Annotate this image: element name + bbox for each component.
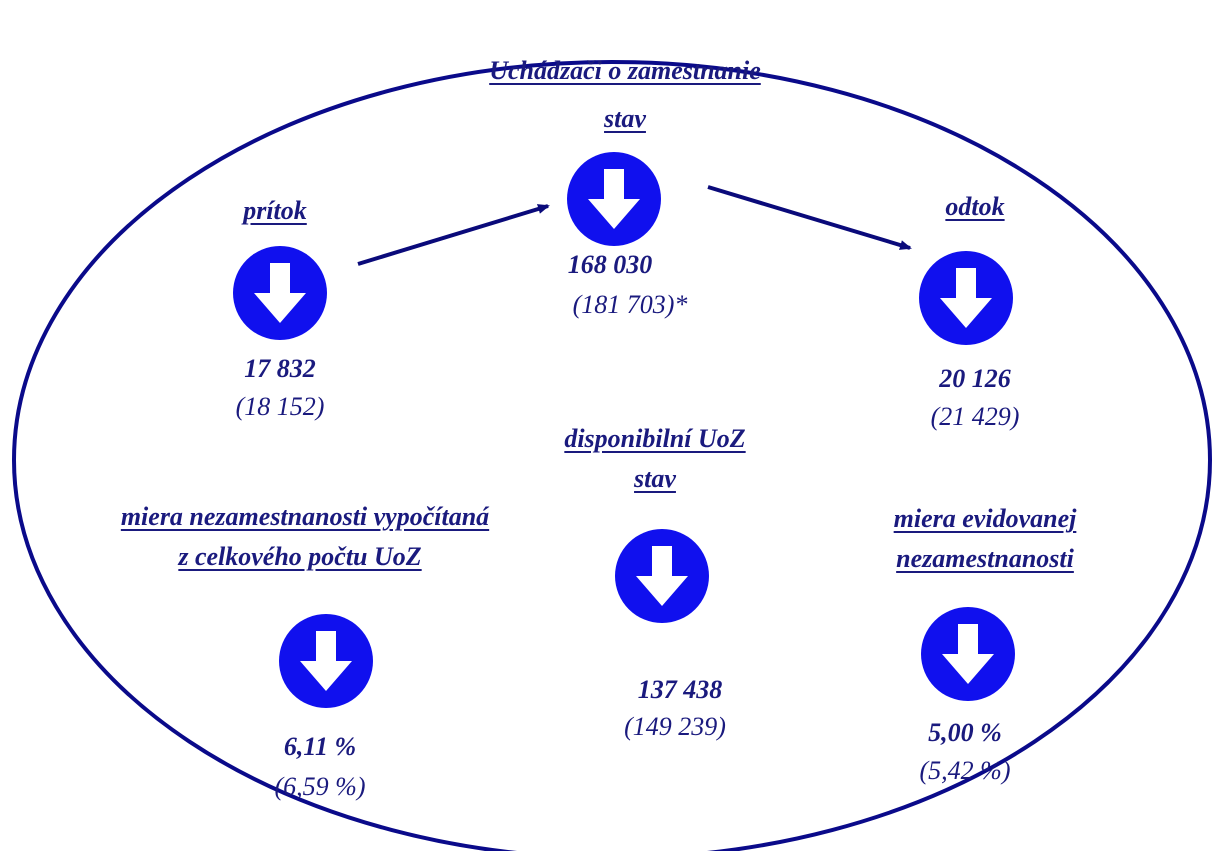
miera-evidovana-previous: (5,42 %): [919, 756, 1011, 785]
stav-previous: (181 703)*: [572, 290, 688, 319]
miera-evidovana-title-line2: nezamestnanosti: [896, 544, 1074, 573]
arrow-down-circle-icon: [615, 529, 709, 623]
miera-celkova-value: 6,11 %: [283, 732, 357, 761]
stav-title-line1: Uchádzači o zamestnanie: [489, 56, 761, 85]
boundary-ellipse: [12, 60, 1212, 851]
arrow-down-circle-icon: [919, 251, 1013, 345]
pritok-title: prítok: [243, 196, 307, 225]
arrow-down-circle-icon: [233, 246, 327, 340]
disponibilni-previous: (149 239): [624, 712, 726, 741]
pritok-value: 17 832: [244, 354, 316, 383]
miera-celkova-title-line1: miera nezamestnanosti vypočítaná: [120, 502, 490, 531]
miera-celkova-previous: (6,59 %): [274, 772, 366, 801]
stav-title-line2: stav: [604, 104, 646, 133]
stav-value: 168 030: [567, 250, 653, 279]
odtok-previous: (21 429): [930, 402, 1020, 431]
odtok-value: 20 126: [939, 364, 1011, 393]
pritok-previous: (18 152): [235, 392, 325, 421]
connector-pritok-to-stav: [357, 204, 550, 266]
miera-evidovana-value: 5,00 %: [928, 718, 1002, 747]
disponibilni-title-line1: disponibilní UoZ: [564, 424, 746, 453]
disponibilni-value: 137 438: [637, 675, 723, 704]
connector-stav-to-odtok: [707, 185, 912, 250]
odtok-title: odtok: [945, 192, 1005, 221]
disponibilni-title-line2: stav: [634, 464, 676, 493]
arrow-down-circle-icon: [921, 607, 1015, 701]
miera-evidovana-title-line1: miera evidovanej: [893, 504, 1077, 533]
arrow-down-circle-icon: [567, 152, 661, 246]
arrow-down-circle-icon: [279, 614, 373, 708]
miera-celkova-title-line2: z celkového počtu UoZ: [178, 542, 422, 571]
